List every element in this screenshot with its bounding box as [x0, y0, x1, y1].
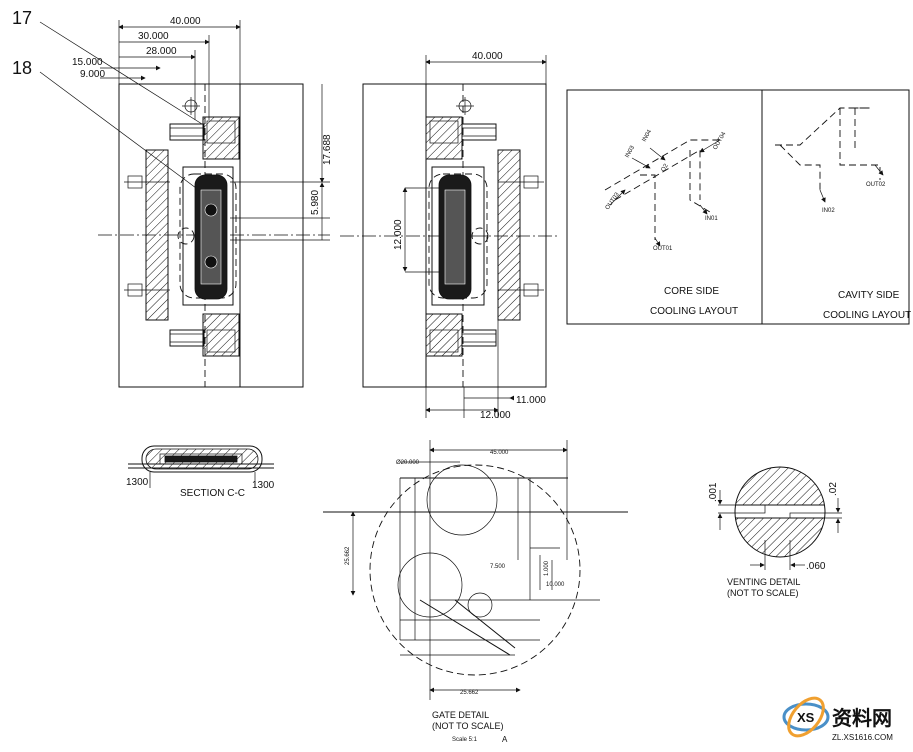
vent-title-1: VENTING DETAIL: [727, 577, 800, 587]
core-title-1: CORE SIDE: [664, 286, 719, 297]
dim-right-40: 40.000: [472, 51, 503, 62]
gate-dim-mid: 7.500: [490, 564, 506, 570]
core-label-in01: IN01: [705, 216, 718, 222]
gate-dim-dia: Ø20.000: [396, 460, 420, 466]
section-dim-right: 1300: [252, 480, 275, 491]
dim-left-15: 15.000: [72, 57, 103, 68]
callout-18: 18: [12, 58, 32, 78]
labels: 17 18 40.000 30.000 28.000 15.000 9.000 …: [12, 8, 911, 744]
dim-left-5980: 5.980: [310, 190, 321, 215]
watermark-logo: XS 资料网 ZL.XS1616.COM: [782, 696, 893, 742]
core-label-in04: IN04: [642, 128, 654, 143]
core-label-out03: OUT03: [605, 191, 621, 211]
section-title: SECTION C-C: [180, 488, 245, 499]
dim-left-9: 9.000: [80, 69, 105, 80]
cavity-title-1: CAVITY SIDE: [838, 290, 900, 301]
callout-17: 17: [12, 8, 32, 28]
section-dim-left: 1300: [126, 477, 149, 488]
dim-left-30: 30.000: [138, 31, 169, 42]
cavity-label-out02: OUT02: [866, 182, 886, 188]
vent-dim-bottom: .060: [806, 561, 826, 572]
dim-right-12v: 12.000: [393, 219, 404, 250]
vent-title-2: (NOT TO SCALE): [727, 588, 799, 598]
vent-dim-left: .001: [708, 482, 719, 502]
gate-detail: [323, 440, 628, 700]
gate-dim-small2: 10.000: [546, 582, 565, 588]
core-label-o2: O2: [661, 162, 671, 173]
core-title-2: COOLING LAYOUT: [650, 306, 738, 317]
dim-left-40: 40.000: [170, 16, 201, 27]
gate-title-1: GATE DETAIL: [432, 710, 489, 720]
cooling-layout-panel: [566, 89, 910, 325]
left-mold-plate: [39, 21, 330, 388]
right-dimensions: [402, 55, 547, 418]
watermark-url: ZL.XS1616.COM: [832, 733, 893, 742]
svg-text:XS: XS: [797, 710, 815, 725]
dim-left-28: 28.000: [146, 46, 177, 57]
venting-detail: [717, 466, 842, 570]
cavity-title-2: COOLING LAYOUT: [823, 310, 911, 321]
section-c-c: [128, 445, 274, 488]
gate-dim-top: 45.000: [490, 450, 509, 456]
dim-right-12h: 12.000: [480, 410, 511, 421]
gate-letter: A: [502, 735, 508, 744]
left-dimensions: [100, 20, 330, 241]
right-mold-plate: [340, 83, 560, 388]
gate-title-2: (NOT TO SCALE): [432, 721, 504, 731]
vent-dim-right: .02: [828, 482, 839, 496]
gate-dim-left: 25.662: [345, 546, 351, 565]
dim-left-17688: 17.688: [322, 134, 333, 165]
core-label-in03: IN03: [625, 144, 637, 159]
gate-dim-bottom: 25.662: [460, 690, 479, 696]
gate-scale: Scale 5:1: [452, 737, 478, 743]
core-label-out01: OUT01: [653, 246, 673, 252]
gate-dim-small: 1.000: [544, 560, 550, 576]
watermark-brand: 资料网: [832, 706, 892, 730]
cavity-label-in02: IN02: [822, 208, 835, 214]
dim-right-11: 11.000: [516, 395, 546, 406]
core-label-out04: OUT04: [713, 131, 728, 151]
